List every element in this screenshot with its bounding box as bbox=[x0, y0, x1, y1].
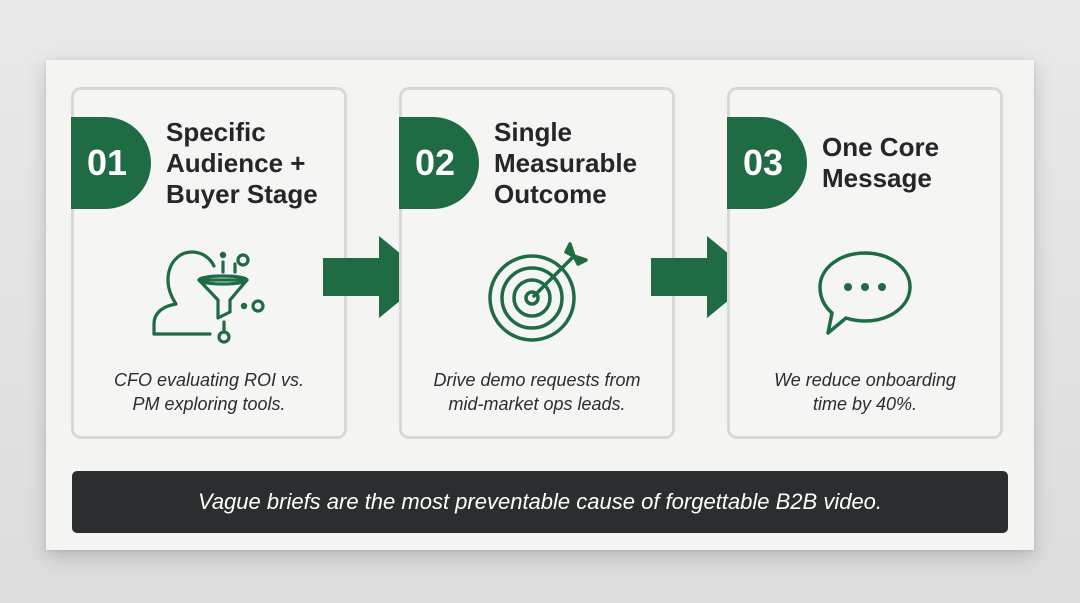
step-title: Specific Audience + Buyer Stage bbox=[166, 117, 336, 209]
step-title-line: Specific bbox=[166, 116, 266, 147]
step-title-line: Outcome bbox=[494, 178, 607, 209]
step-description-line: CFO evaluating ROI vs. bbox=[113, 370, 305, 390]
step-title-line: Buyer Stage bbox=[166, 178, 318, 209]
takeaway-banner: Vague briefs are the most preventable ca… bbox=[72, 471, 1008, 533]
step-number-badge: 02 bbox=[399, 117, 479, 209]
step-title-line: Message bbox=[822, 163, 932, 193]
step-card-1: 01 Specific Audience + Buyer Stage bbox=[71, 87, 347, 439]
step-number-badge: 01 bbox=[71, 117, 151, 209]
step-title-line: Measurable bbox=[494, 147, 638, 178]
step-description-line: PM exploring tools. bbox=[132, 394, 286, 414]
step-title: Single Measurable Outcome bbox=[494, 117, 664, 209]
step-description-line: Drive demo requests from bbox=[433, 370, 641, 390]
step-card-2: 02 Single Measurable Outcome Drive demo … bbox=[399, 87, 675, 439]
step-number-badge: 03 bbox=[727, 117, 807, 209]
step-title: One Core Message bbox=[822, 117, 992, 209]
step-description: Drive demo requests from mid-market ops … bbox=[416, 368, 658, 416]
step-title-line: Audience + bbox=[166, 147, 306, 178]
step-description-line: mid-market ops leads. bbox=[448, 394, 626, 414]
step-card-3: 03 One Core Message We reduce onboarding… bbox=[727, 87, 1003, 439]
takeaway-text: Vague briefs are the most preventable ca… bbox=[197, 489, 883, 514]
audience-funnel-icon bbox=[152, 249, 265, 344]
target-arrow-icon bbox=[488, 241, 588, 342]
step-description-line: We reduce onboarding bbox=[774, 370, 956, 390]
step-title-line: Single bbox=[494, 116, 573, 147]
step-title-line: One Core bbox=[822, 132, 940, 162]
step-description: We reduce onboarding time by 40%. bbox=[744, 368, 986, 416]
infographic-board: 01 Specific Audience + Buyer Stage bbox=[46, 60, 1034, 550]
step-description-line: time by 40%. bbox=[812, 394, 918, 414]
speech-bubble-icon bbox=[818, 250, 912, 335]
step-description: CFO evaluating ROI vs. PM exploring tool… bbox=[88, 368, 330, 416]
